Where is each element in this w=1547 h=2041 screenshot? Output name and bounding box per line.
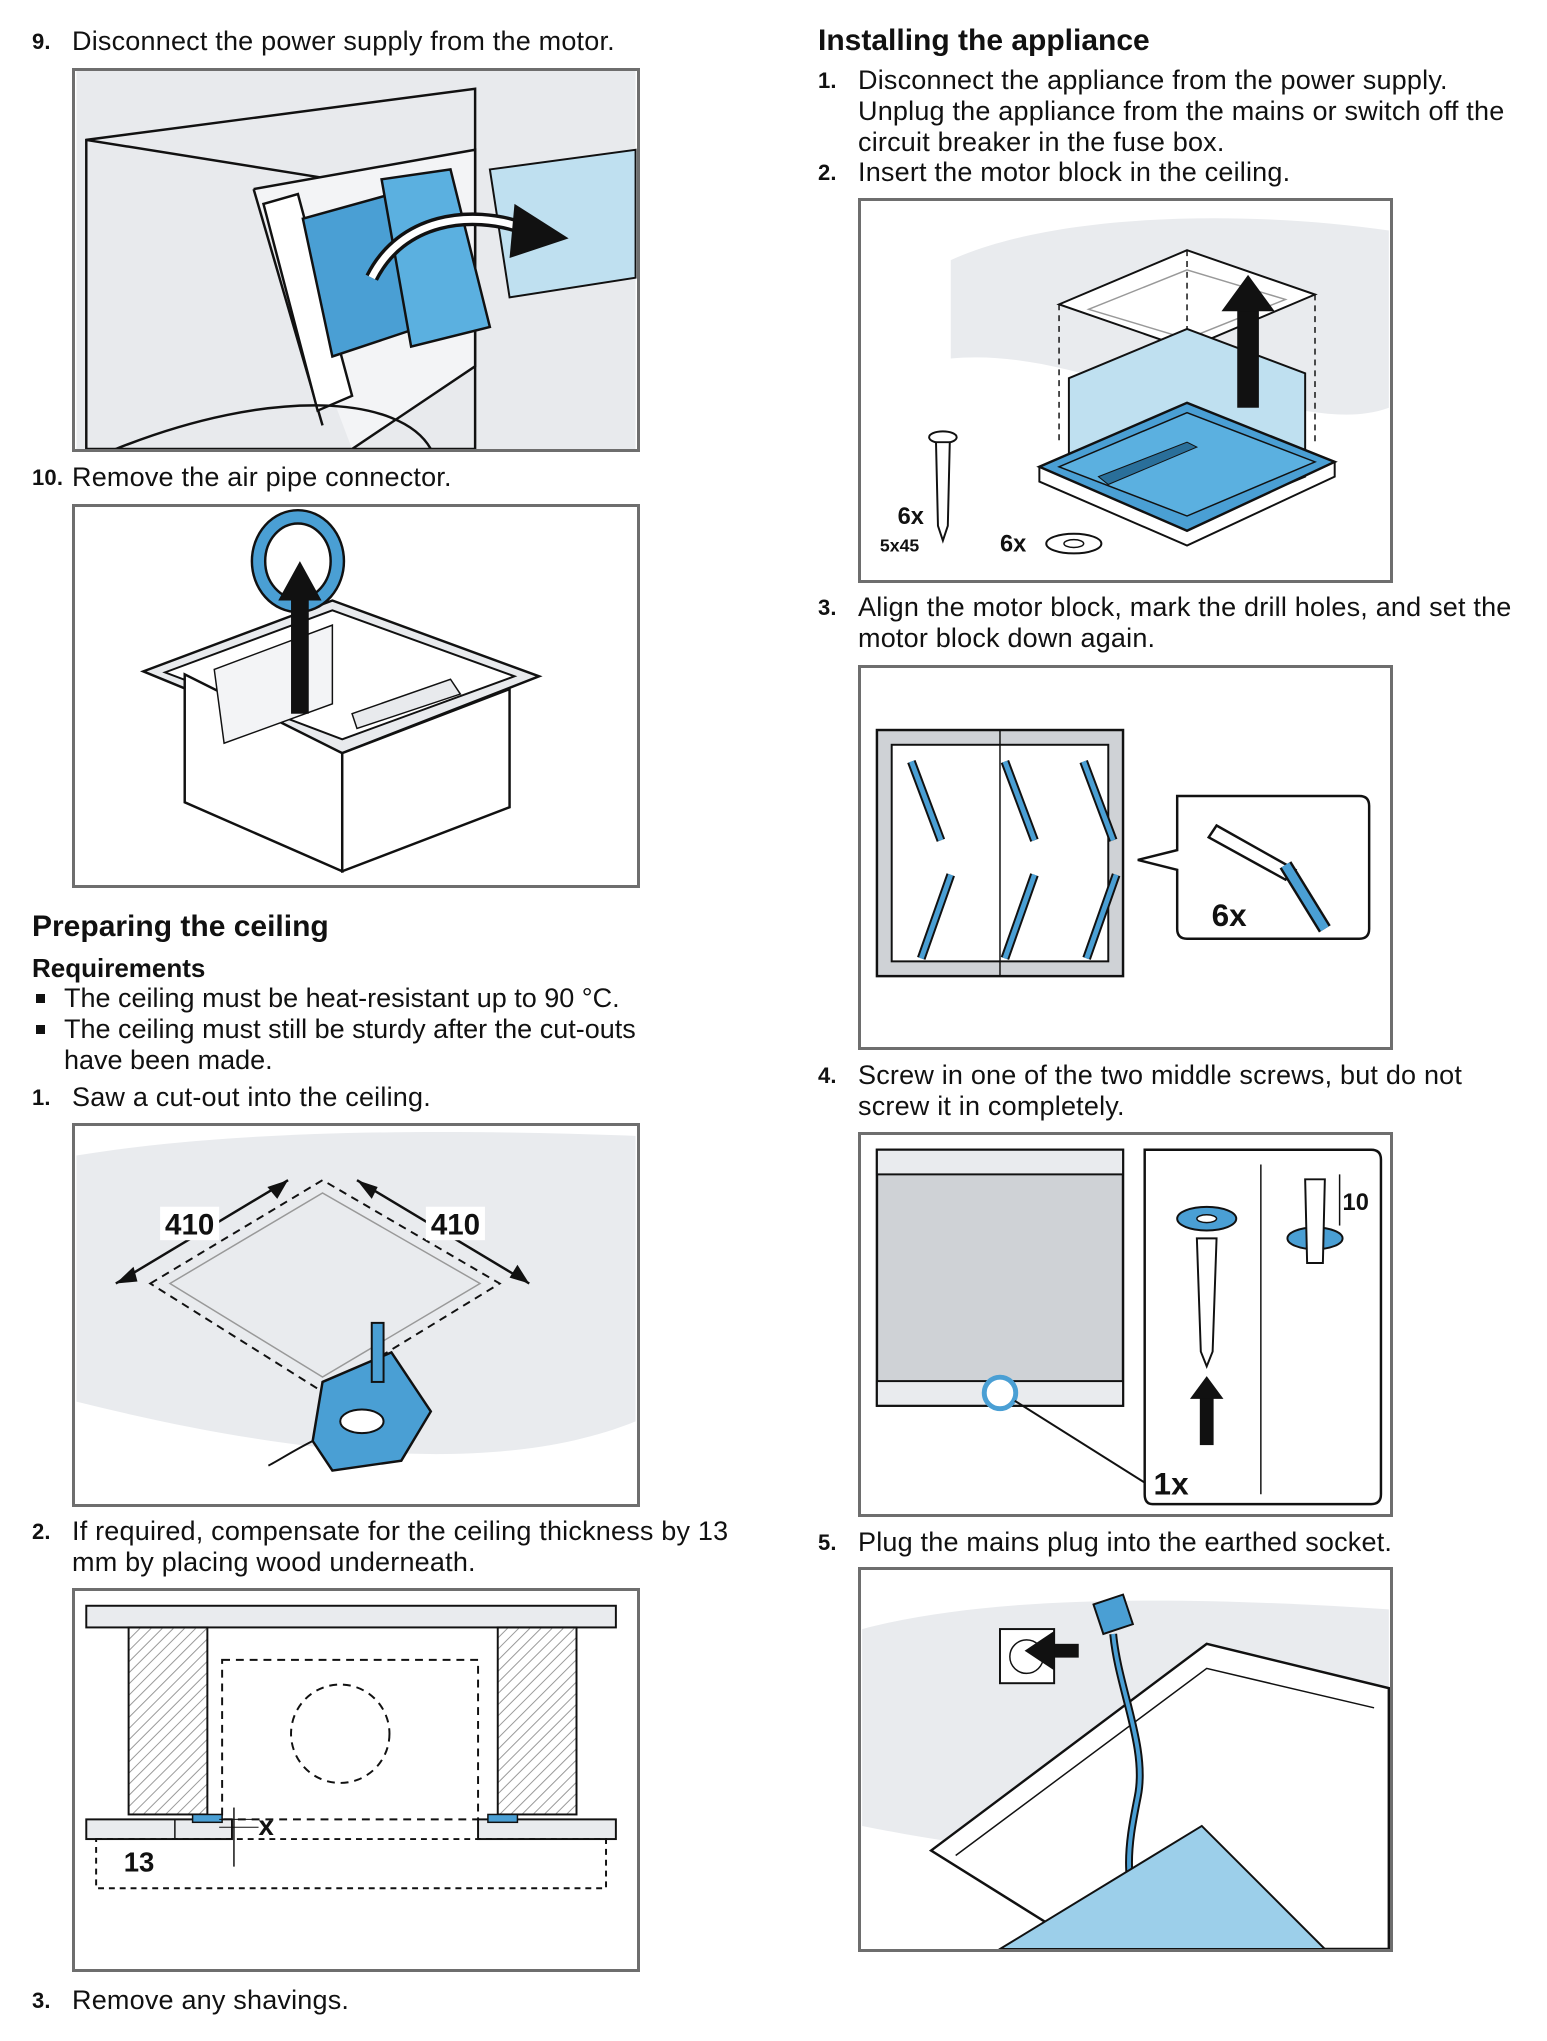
illustration-plug-mains xyxy=(862,1570,1390,1949)
section-title-preparing: Preparing the ceiling xyxy=(32,910,329,943)
illustration-remove-connector xyxy=(76,507,636,885)
illustration-screw-middle: 1x 10 xyxy=(862,1135,1389,1514)
install-step-4: 4. Screw in one of the two middle screws… xyxy=(818,1060,1518,1122)
figure-screw-middle: 1x 10 xyxy=(858,1132,1393,1517)
prep-step-2: 2. If required, compensate for the ceili… xyxy=(32,1516,732,1578)
install-step-2: 2. Insert the motor block in the ceiling… xyxy=(818,157,1508,188)
step-number: 9. xyxy=(32,29,51,54)
step-number: 4. xyxy=(818,1063,837,1088)
step-9: 9. Disconnect the power supply from the … xyxy=(32,26,722,57)
requirement-text: The ceiling must still be sturdy after t… xyxy=(64,1014,636,1075)
step-text: Screw in one of the two middle screws, b… xyxy=(858,1060,1463,1121)
requirement-item: The ceiling must be heat-resistant up to… xyxy=(32,983,732,1014)
figure-saw-cutout: 410 410 xyxy=(72,1123,640,1507)
figure-insert-motor: 6x 5x45 6x xyxy=(858,198,1393,583)
step-text: If required, compensate for the ceiling … xyxy=(72,1516,729,1577)
step-number: 3. xyxy=(818,595,837,620)
step-text: Align the motor block, mark the drill ho… xyxy=(858,592,1512,653)
figure-plug-mains xyxy=(858,1567,1393,1952)
washer-count-label: 6x xyxy=(1000,531,1026,557)
requirements-title: Requirements xyxy=(32,953,206,983)
step-number: 2. xyxy=(32,1519,51,1544)
prep-step-3: 3. Remove any shavings. xyxy=(32,1985,722,2016)
figure-ceiling-thickness: 13 x xyxy=(72,1588,640,1972)
step-text: Disconnect the power supply from the mot… xyxy=(72,26,615,56)
illustration-saw-cutout: 410 410 xyxy=(76,1126,636,1504)
figure-remove-connector xyxy=(72,504,640,888)
install-step-3: 3. Align the motor block, mark the drill… xyxy=(818,592,1518,654)
step-text: Saw a cut-out into the ceiling. xyxy=(72,1082,431,1112)
section-title-installing: Installing the appliance xyxy=(818,24,1150,57)
bullet-icon xyxy=(36,994,45,1003)
step-number: 5. xyxy=(818,1530,837,1555)
screw-count-label: 6x xyxy=(898,504,924,530)
step-text: Insert the motor block in the ceiling. xyxy=(858,157,1291,187)
step-number: 10. xyxy=(32,465,64,490)
step-text: Plug the mains plug into the earthed soc… xyxy=(858,1527,1393,1557)
prep-step-1: 1. Saw a cut-out into the ceiling. xyxy=(32,1082,722,1113)
figure-mark-drill-holes: 6x xyxy=(858,665,1393,1050)
dimension-label: x xyxy=(259,1810,275,1841)
step-text: Remove the air pipe connector. xyxy=(72,462,452,492)
requirement-text: The ceiling must be heat-resistant up to… xyxy=(64,983,620,1013)
requirement-item: The ceiling must still be sturdy after t… xyxy=(32,1014,682,1076)
illustration-insert-motor: 6x 5x45 6x xyxy=(862,201,1389,580)
count-label: 6x xyxy=(1212,897,1248,933)
illustration-ceiling-thickness: 13 x xyxy=(76,1591,636,1969)
illustration-disconnect-power xyxy=(76,71,637,449)
install-step-5: 5. Plug the mains plug into the earthed … xyxy=(818,1527,1518,1558)
count-label: 1x xyxy=(1154,1465,1190,1501)
step-text: Disconnect the appliance from the power … xyxy=(858,65,1505,157)
step-number: 1. xyxy=(818,68,837,93)
dimension-label: 10 xyxy=(1343,1190,1369,1216)
screw-size-label: 5x45 xyxy=(880,535,920,555)
install-step-1: 1. Disconnect the appliance from the pow… xyxy=(818,65,1508,158)
dimension-label: 410 xyxy=(431,1208,480,1241)
step-text: Remove any shavings. xyxy=(72,1985,350,2015)
illustration-mark-drill-holes: 6x xyxy=(862,668,1389,1047)
step-number: 2. xyxy=(818,160,837,185)
dimension-label: 410 xyxy=(165,1208,214,1241)
step-10: 10. Remove the air pipe connector. xyxy=(32,462,722,493)
step-number: 1. xyxy=(32,1085,51,1110)
dimension-label: 13 xyxy=(124,1847,155,1878)
figure-disconnect-power xyxy=(72,68,640,452)
bullet-icon xyxy=(36,1025,45,1034)
step-number: 3. xyxy=(32,1988,51,2013)
